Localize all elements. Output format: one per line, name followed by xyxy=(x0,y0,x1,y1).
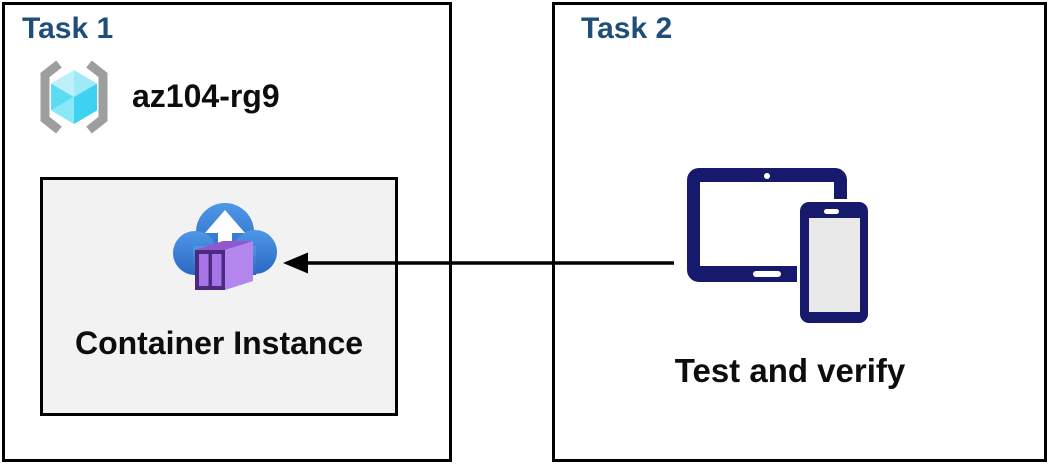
container-box-icon xyxy=(195,241,253,290)
phone-icon xyxy=(800,202,868,323)
task2-title: Task 2 xyxy=(581,12,673,45)
tablet-camera-dot xyxy=(764,173,770,179)
resource-group-name: az104-rg9 xyxy=(132,78,280,114)
container-instance-label: Container Instance xyxy=(74,325,364,361)
phone-speaker xyxy=(824,209,839,214)
phone-screen xyxy=(809,218,860,312)
devices-icon xyxy=(687,162,872,327)
resource-group-icon xyxy=(40,60,108,134)
task1-title: Task 1 xyxy=(22,12,114,45)
container-instance-icon xyxy=(173,203,277,290)
tablet-home-button xyxy=(753,271,781,277)
test-and-verify-label: Test and verify xyxy=(674,352,906,389)
